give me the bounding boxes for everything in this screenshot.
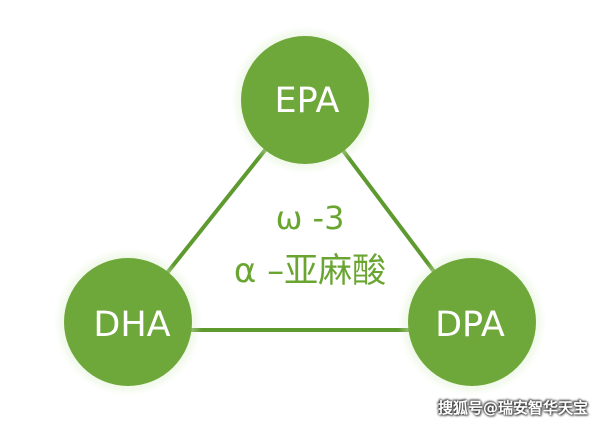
node-epa-label: EPA	[275, 81, 340, 121]
node-epa: EPA	[231, 26, 379, 174]
alpha-linolenic-acid-label: α –亚麻酸	[233, 251, 387, 291]
node-dpa-label: DPA	[435, 305, 505, 345]
node-dpa: DPA	[398, 248, 546, 396]
node-dha: DHA	[54, 248, 202, 396]
node-dha-label: DHA	[93, 305, 170, 345]
source-watermark: 搜狐号@瑞安智华天宝	[437, 399, 588, 417]
omega-3-label: ω -3	[275, 199, 345, 237]
